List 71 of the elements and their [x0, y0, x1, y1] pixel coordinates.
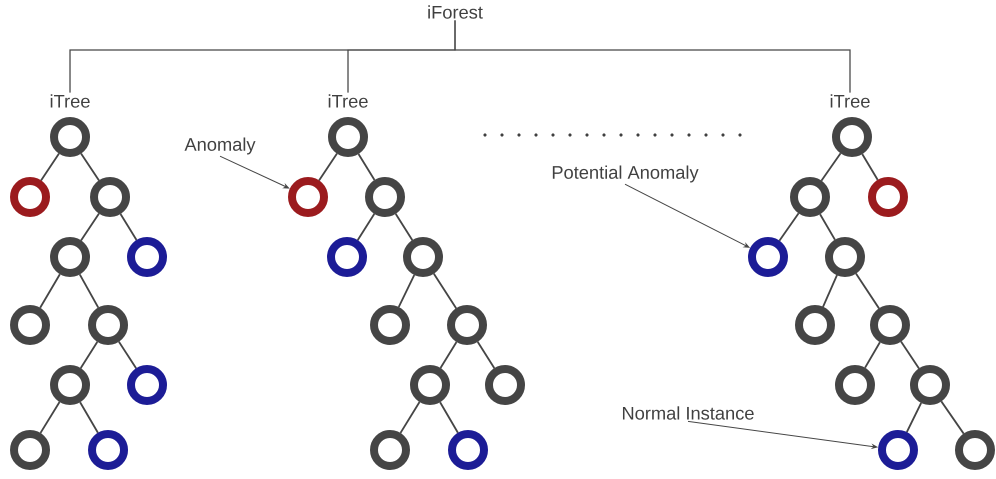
tree-branch	[440, 342, 458, 368]
tree-node-ring	[90, 177, 130, 217]
tree-node-ring	[88, 430, 128, 470]
tree-node-ring	[870, 305, 910, 345]
tree-node-ring	[485, 365, 525, 405]
tree-branch	[400, 402, 420, 434]
tree-node-ring	[370, 430, 410, 470]
tree-node-ring	[403, 237, 443, 277]
tree-node-ring	[328, 117, 368, 157]
tree-branch	[864, 342, 881, 368]
tree-branch	[822, 274, 838, 308]
tree-node-ring	[868, 177, 908, 217]
bracket-line	[454, 20, 851, 93]
tree-branch	[820, 152, 842, 182]
tree-branch	[356, 213, 376, 241]
tree-branch	[39, 274, 61, 308]
tree-node-ring	[50, 237, 90, 277]
tree-branch	[906, 402, 922, 432]
tree-node-ring	[835, 365, 875, 405]
tree-branch	[358, 154, 376, 180]
tree-branch	[394, 213, 414, 241]
annotation-label: Potential Anomaly	[552, 165, 699, 183]
tree-node-ring	[748, 237, 788, 277]
tree-node-ring	[447, 305, 487, 345]
tree-node-ring	[410, 365, 450, 405]
tree-node-ring	[370, 305, 410, 345]
tree-label: iTree	[50, 94, 90, 108]
tree-label: iTree	[328, 94, 368, 108]
tree-node-ring	[910, 365, 950, 405]
tree-node-ring	[365, 177, 405, 217]
tree-branch	[40, 402, 60, 434]
tree-branch	[476, 341, 496, 369]
tree-branch	[80, 341, 98, 369]
tree-branch	[900, 341, 920, 369]
tree-node-ring	[127, 237, 167, 277]
tree-label: iTree	[830, 94, 870, 108]
tree-node-ring	[10, 305, 50, 345]
tree-node-ring	[327, 237, 367, 277]
annotation-label: Normal Instance	[622, 406, 754, 420]
tree-branch	[80, 213, 100, 241]
tree-node-ring	[50, 365, 90, 405]
tree-node-ring	[10, 430, 50, 470]
tree-branch	[819, 214, 836, 240]
tree-branch	[398, 274, 416, 308]
tree-branch	[855, 273, 880, 309]
tree-node-ring	[878, 430, 918, 470]
tree-node-ring	[288, 177, 328, 217]
tree-branch	[439, 402, 459, 434]
tree-node-ring	[825, 237, 865, 277]
tree-branch	[778, 212, 800, 242]
tree-node-ring	[790, 177, 830, 217]
tree-node-ring	[832, 117, 872, 157]
tree-node-ring	[448, 430, 488, 470]
tree-branch	[318, 153, 338, 181]
tree-branch	[862, 154, 878, 180]
tree-branch	[118, 341, 137, 369]
tree-node-ring	[50, 117, 90, 157]
tree-branch	[79, 402, 99, 434]
tree-node-ring	[10, 177, 50, 217]
tree-branch	[40, 153, 60, 181]
tree-branch	[78, 274, 100, 308]
tree-branch	[940, 400, 964, 434]
tree-branch	[433, 273, 457, 309]
annotation-label: Anomaly	[184, 137, 256, 155]
tree-branch	[80, 153, 100, 181]
tree-node-ring	[795, 305, 835, 345]
forest-label: iForest	[428, 5, 483, 19]
tree-node-ring	[955, 430, 995, 470]
tree-node-ring	[88, 305, 128, 345]
tree-branch	[120, 214, 138, 240]
tree-node-ring	[127, 365, 167, 405]
